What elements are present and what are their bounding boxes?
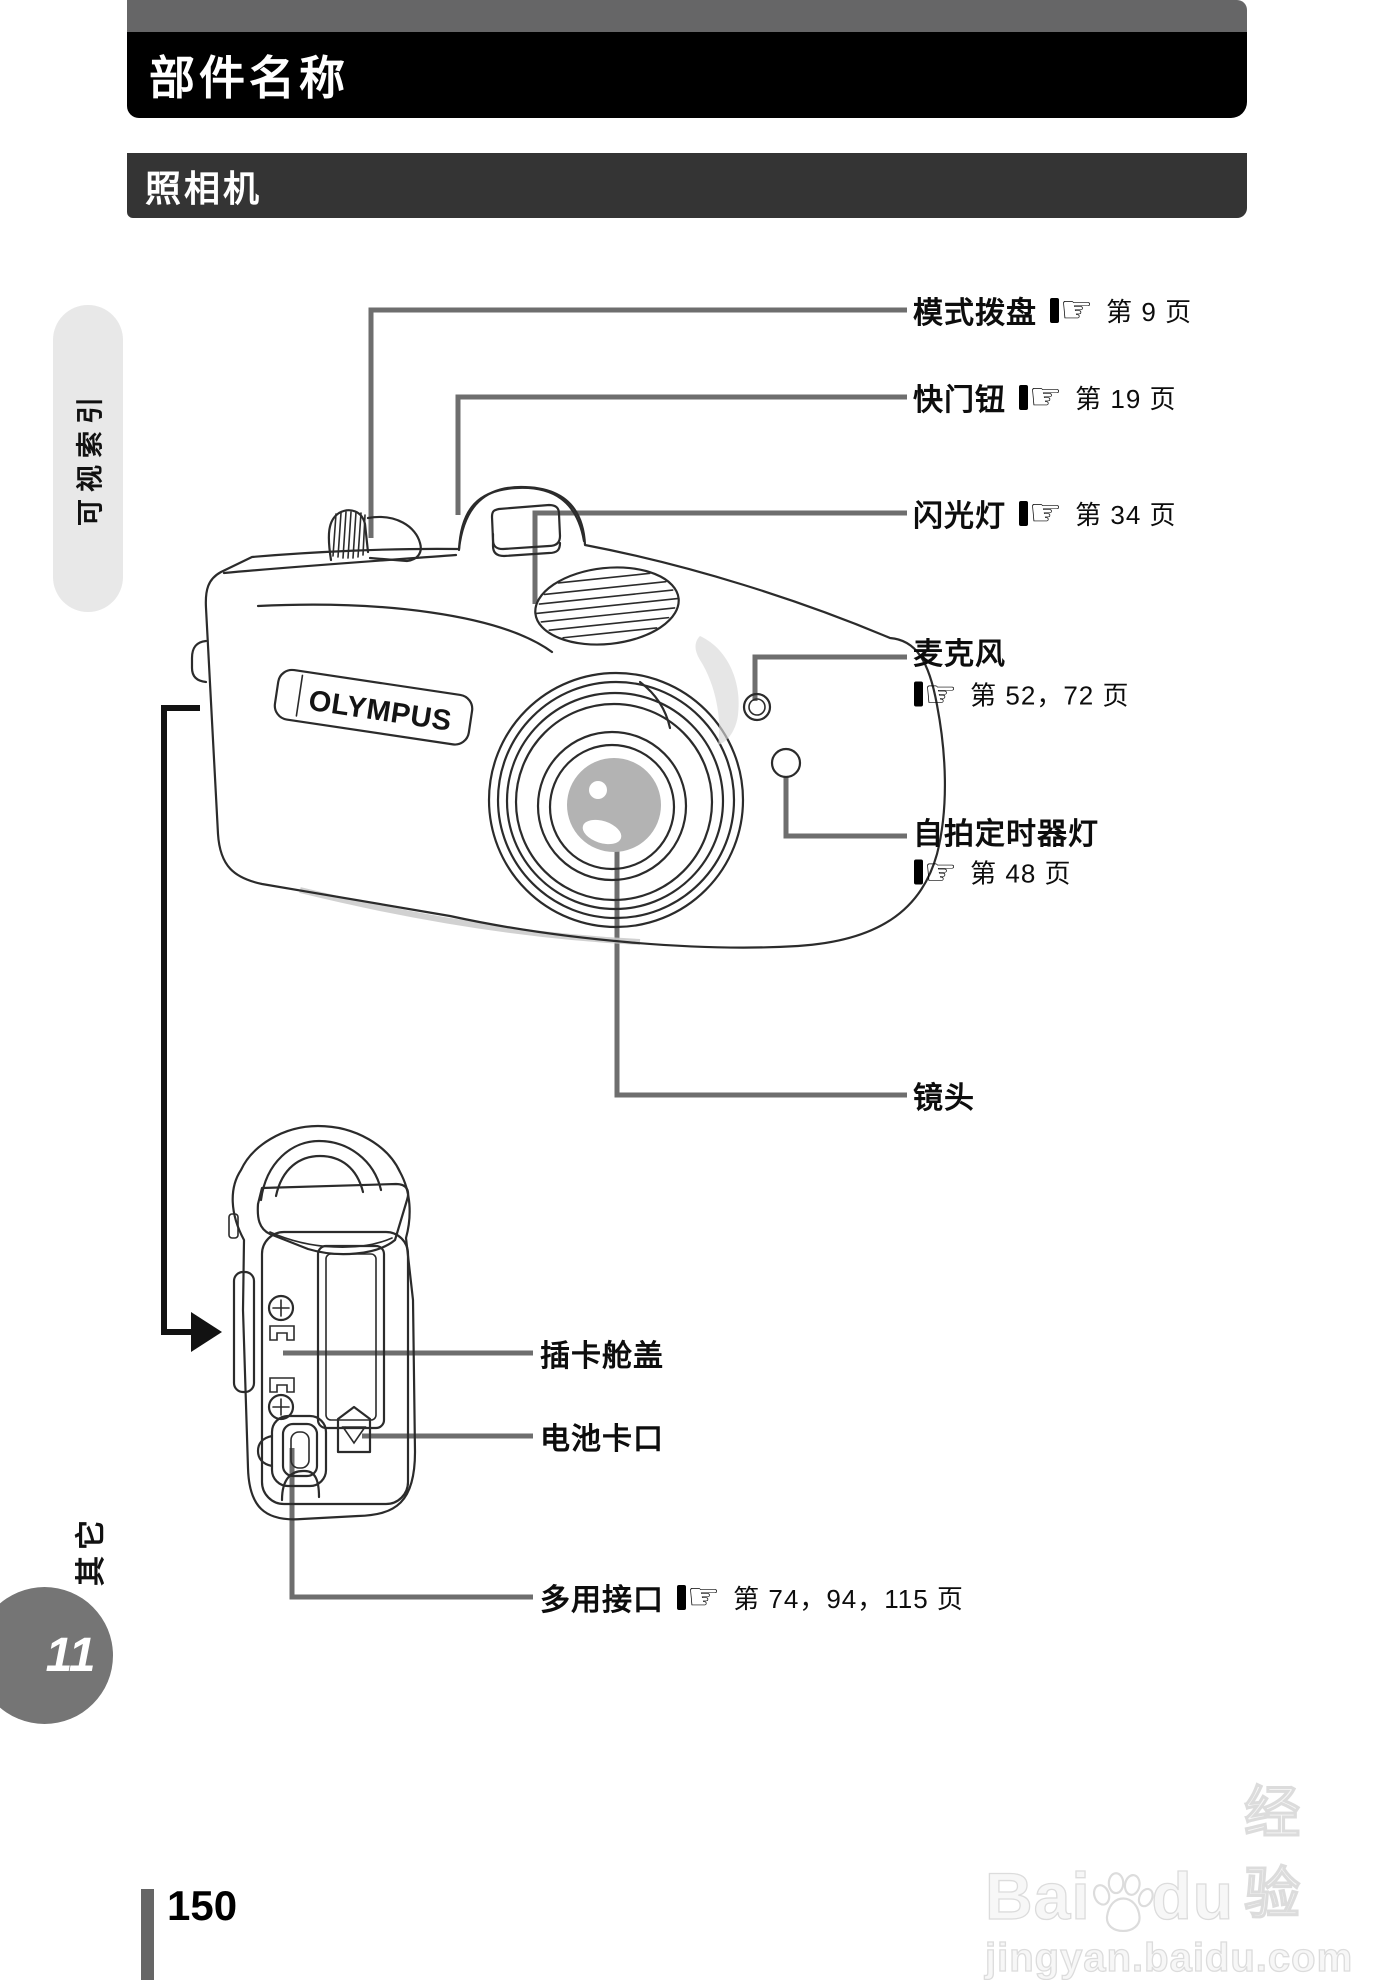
ref-box-glyph: [914, 681, 923, 707]
label-mode-dial: 模式拨盘 ☞ 第 9 页: [913, 288, 1192, 332]
screw-bottom: [267, 1377, 295, 1421]
shutter-page-ref: 第 19 页: [1075, 383, 1177, 414]
page-number-bar: [141, 1889, 154, 1980]
page-ref-icon: ☞: [1019, 492, 1063, 534]
pointing-hand-icon: ☞: [1029, 376, 1063, 418]
visual-index-tab: [53, 305, 123, 612]
baidu-watermark: Bai du 经验 jingyan.baidu.com: [984, 1768, 1354, 1980]
label-battery-latch: 电池卡口: [540, 1414, 664, 1458]
watermark-brand-cjk: 经验: [1243, 1780, 1301, 1925]
highlight-swoosh: [695, 636, 739, 745]
watermark-brand-row: Bai du 经验: [984, 1768, 1345, 1934]
pointing-hand-icon: ☞: [687, 1576, 721, 1618]
microphone-name: 麦克风: [913, 638, 1006, 671]
card-slot-drawing: [316, 1244, 386, 1430]
tripod-notch: [280, 1469, 321, 1502]
camera-side-view: [228, 1124, 417, 1521]
ref-box-glyph: [914, 859, 923, 885]
label-multi-connector: 多用接口 ☞ 第 74，94，115 页: [540, 1575, 964, 1619]
page-ref-icon: ☞: [1050, 289, 1094, 331]
front-crease: [256, 603, 554, 654]
pointing-hand-icon: ☞: [1060, 289, 1094, 331]
chapter-number: 11: [45, 1629, 96, 1682]
battery-mark-drawing: [336, 1405, 372, 1454]
multi-connector-drawing: [256, 1414, 328, 1488]
page-title-bar: 部件名称: [127, 32, 1247, 118]
label-lens: 镜头: [913, 1073, 975, 1117]
flip-arrow: [161, 705, 222, 1352]
pointer-line-lens: [614, 820, 907, 1098]
pointing-hand-icon: ☞: [1029, 492, 1063, 534]
dome-arc-outer: [259, 1139, 383, 1202]
shutter-name: 快门钮: [913, 384, 1006, 417]
battery-latch-name: 电池卡口: [540, 1423, 664, 1456]
pointer-line-self-timer: [783, 776, 907, 839]
strap-lug: [190, 639, 208, 684]
microphone-page-ref: 第 52，72 页: [970, 680, 1130, 711]
lens-name: 镜头: [913, 1082, 975, 1115]
mode-dial-drawing: [327, 509, 422, 563]
pointer-line-shutter: [455, 394, 907, 515]
deck-line: [222, 553, 458, 575]
watermark-url: jingyan.baidu.com: [984, 1935, 1354, 1980]
pointing-hand-icon: ☞: [924, 673, 958, 715]
flash-name: 闪光灯: [913, 500, 1006, 533]
paw-icon: [1092, 1872, 1154, 1933]
page-ref-icon: ☞: [914, 673, 958, 715]
page-number: 150: [167, 1882, 238, 1929]
screw-top: [267, 1294, 295, 1341]
shutter-button-drawing: [457, 486, 586, 558]
camera-front-view: OLYMPUS: [190, 485, 947, 949]
multi-connector-name: 多用接口: [540, 1584, 664, 1617]
watermark-brand-left: Bai: [984, 1858, 1091, 1933]
card-cover-name: 插卡舱盖: [540, 1340, 664, 1373]
ref-box-glyph: [1050, 297, 1059, 323]
pointing-hand-icon: ☞: [924, 851, 958, 893]
multi-connector-page-ref: 第 74，94，115 页: [733, 1583, 964, 1614]
label-shutter-button: 快门钮 ☞ 第 19 页: [913, 375, 1177, 419]
watermark-brand-right: du: [1151, 1858, 1235, 1933]
label-self-timer-lamp: 自拍定时器灯: [913, 809, 1099, 853]
inner-wall: [260, 1230, 410, 1506]
ref-box-glyph: [1019, 500, 1028, 526]
pointer-line-mode-dial: [368, 307, 907, 538]
pointer-line-microphone: [752, 654, 907, 701]
self-timer-name: 自拍定时器灯: [913, 818, 1099, 851]
page-ref-icon: ☞: [677, 1576, 721, 1618]
section-subtitle: 照相机: [145, 167, 263, 209]
olympus-logo-plate: OLYMPUS: [273, 668, 474, 746]
label-microphone: 麦克风: [913, 629, 1006, 673]
pointer-line-multi-connector: [289, 1448, 533, 1600]
flash-page-ref: 第 34 页: [1075, 499, 1177, 530]
self-timer-lamp-drawing: [770, 747, 802, 779]
lens-drawing: [487, 671, 745, 929]
mode-dial-page-ref: 第 9 页: [1106, 296, 1193, 327]
dome-arc-inner: [274, 1154, 365, 1198]
pointer-line-flash: [532, 510, 907, 604]
self-timer-page-ref: 第 48 页: [970, 858, 1072, 889]
microphone-drawing: [742, 692, 772, 722]
mode-dial-name: 模式拨盘: [913, 297, 1037, 330]
ref-box-glyph: [677, 1584, 686, 1610]
label-microphone-ref: ☞ 第 52，72 页: [913, 673, 1130, 715]
label-card-cover: 插卡舱盖: [540, 1331, 664, 1375]
olympus-logo-text: OLYMPUS: [306, 685, 453, 738]
header-gray-strip: [127, 0, 1247, 32]
page-ref-icon: ☞: [914, 851, 958, 893]
label-self-timer-ref: ☞ 第 48 页: [913, 851, 1072, 893]
section-subtitle-bar: 照相机: [127, 153, 1247, 218]
cheek-line: [638, 680, 672, 730]
label-flash: 闪光灯 ☞ 第 34 页: [913, 491, 1177, 535]
chapter-number-badge: 11: [0, 1587, 113, 1724]
page-title: 部件名称: [149, 52, 349, 104]
flash-drawing: [534, 566, 680, 646]
side-body-outline: [231, 1124, 417, 1521]
page-ref-icon: ☞: [1019, 376, 1063, 418]
ref-box-glyph: [1019, 384, 1028, 410]
